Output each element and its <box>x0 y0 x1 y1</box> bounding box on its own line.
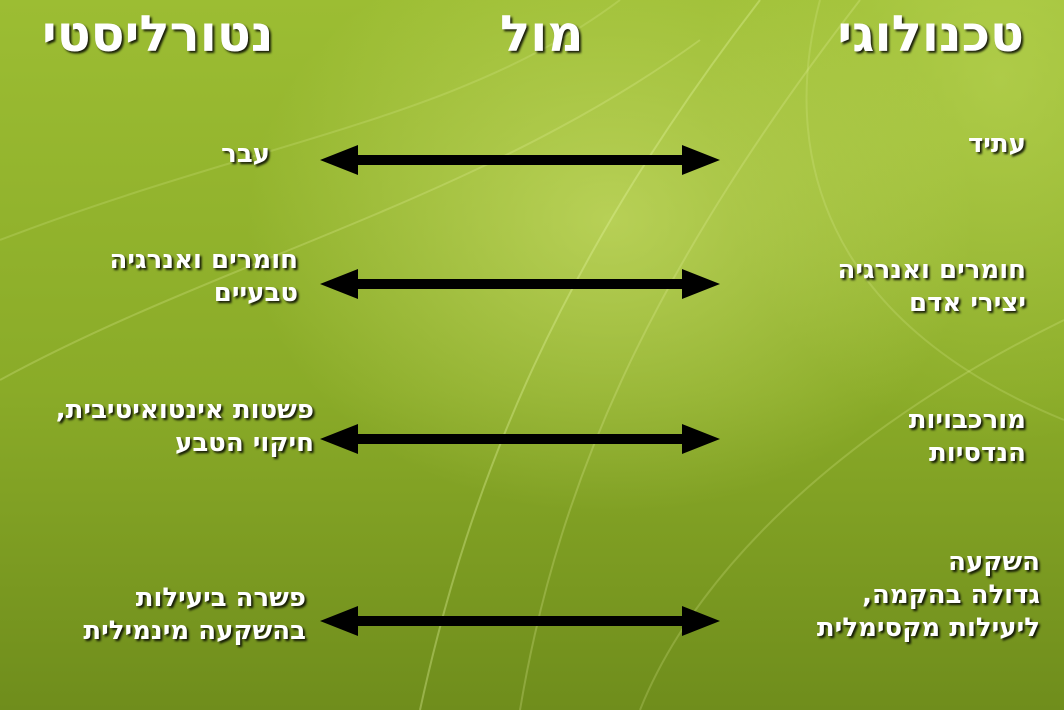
double-arrow-icon-row-3 <box>320 424 720 454</box>
row-1-naturalistic: עבר <box>221 138 270 171</box>
row-1-technological: עתיד <box>968 128 1026 161</box>
row-4-tech-line-2: גדולה בהקמה, <box>862 580 1040 610</box>
row-3-tech-line-1: מורכבויות <box>908 405 1026 435</box>
double-arrow-icon-row-2 <box>320 269 720 299</box>
row-3-nat-line-2: חיקוי הטבע <box>175 428 314 458</box>
header-technological: טכנולוגי <box>837 5 1024 63</box>
row-1-nat-line-1: עבר <box>221 139 270 169</box>
double-arrow-icon-row-4 <box>320 606 720 636</box>
row-2-nat-line-2: טבעיים <box>213 278 298 308</box>
row-1-tech-line-1: עתיד <box>967 129 1026 159</box>
double-arrow-icon-row-1 <box>320 145 720 175</box>
row-3-technological: מורכבויות הנדסיות <box>909 404 1026 470</box>
row-4-nat-line-2: בהשקעה מינמילית <box>83 616 306 646</box>
row-4-technological: השקעה גדולה בהקמה, ליעילות מקסימלית <box>817 546 1040 645</box>
row-2-technological: חומרים ואנרגיה יצירי אדם <box>838 254 1027 320</box>
row-4-naturalistic: פשרה ביעילות בהשקעה מינמילית <box>83 582 306 648</box>
row-2-naturalistic: חומרים ואנרגיה טבעיים <box>110 244 299 310</box>
header-naturalistic: נטורליסטי <box>42 5 274 63</box>
row-4-nat-line-1: פשרה ביעילות <box>135 583 306 613</box>
row-4-tech-line-1: השקעה <box>948 547 1040 577</box>
row-3-nat-line-1: פשטות אינטואיטיבית, <box>55 395 314 425</box>
row-2-tech-line-2: יצירי אדם <box>909 288 1026 318</box>
header-versus: מול <box>500 5 584 63</box>
row-3-tech-line-2: הנדסיות <box>929 438 1026 468</box>
row-2-tech-line-1: חומרים ואנרגיה <box>837 255 1027 285</box>
row-2-nat-line-1: חומרים ואנרגיה <box>109 245 299 275</box>
row-4-tech-line-3: ליעילות מקסימלית <box>816 613 1040 643</box>
row-3-naturalistic: פשטות אינטואיטיבית, חיקוי הטבע <box>56 394 314 460</box>
